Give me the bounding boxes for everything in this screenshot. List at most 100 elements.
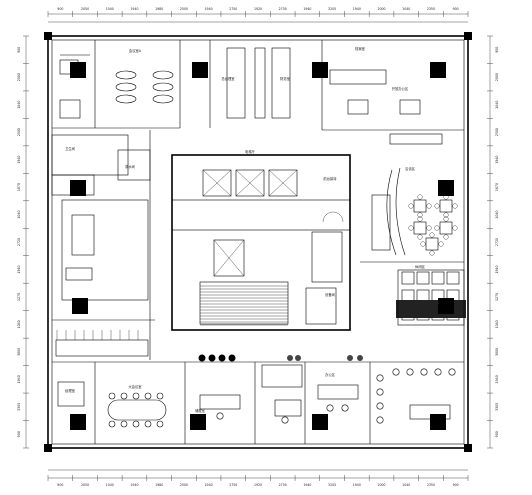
dim-right: 900 <box>495 431 499 437</box>
dim-right: 900 <box>495 47 499 53</box>
dim-right: 3305 <box>495 403 499 411</box>
dim-top: 2750 <box>229 7 237 11</box>
column <box>438 180 454 196</box>
exterior-wall-inner <box>51 39 465 445</box>
dim-top: 1040 <box>402 7 410 11</box>
dim-top: 2000 <box>377 7 385 11</box>
sofa <box>371 194 391 251</box>
dim-left: 1040 <box>17 101 21 109</box>
column <box>438 298 454 314</box>
dim-left: 2500 <box>17 128 21 136</box>
dim-left: 1940 <box>17 156 21 164</box>
freight-elevator <box>213 239 245 277</box>
dim-left: 900 <box>17 431 21 437</box>
dim-bottom: 1920 <box>254 483 262 487</box>
core-block <box>171 154 351 331</box>
dim-left: 1270 <box>17 293 21 301</box>
dim-top: 2750 <box>279 7 287 11</box>
meeting-seats <box>115 70 174 104</box>
dim-top: 1920 <box>254 7 262 11</box>
dim-bottom: 1940 <box>303 483 311 487</box>
dim-bottom: 2500 <box>180 483 188 487</box>
dim-top: 1980 <box>155 7 163 11</box>
desk <box>399 99 421 115</box>
door-swing <box>322 211 334 223</box>
column <box>72 298 88 314</box>
door-swing <box>332 211 344 223</box>
office-left <box>61 199 149 301</box>
dim-bottom: 1940 <box>130 483 138 487</box>
stair-treads <box>200 285 288 326</box>
counter <box>389 133 443 145</box>
dim-top: 2050 <box>81 7 89 11</box>
dim-right: 1940 <box>495 265 499 273</box>
service-room <box>305 287 337 325</box>
column <box>430 414 446 430</box>
column <box>430 62 446 78</box>
elevator-hall <box>171 199 351 231</box>
room-label: 电梯厅 <box>245 149 256 154</box>
elevator-1 <box>202 169 232 197</box>
room-label: 经理室 <box>65 388 76 393</box>
dim-left: 3000 <box>17 348 21 356</box>
desk <box>199 394 241 410</box>
dimension-lines: 900 2050 1040 1940 1980 2500 1940 2750 1920 2750 1… <box>17 7 499 487</box>
dim-bottom: 1040 <box>402 483 410 487</box>
shaft <box>311 231 343 283</box>
stairwell <box>199 281 289 325</box>
desk <box>59 99 81 119</box>
dim-right: 1040 <box>495 320 499 328</box>
exterior-wall <box>47 35 469 449</box>
dim-bottom: 1980 <box>155 483 163 487</box>
room-label: 茶水间 <box>125 164 135 169</box>
elevator-3 <box>268 169 298 197</box>
desk <box>274 399 302 417</box>
toilets <box>51 134 129 176</box>
dim-bottom: 2350 <box>427 483 435 487</box>
dim-bottom: 3205 <box>328 483 336 487</box>
dim-right: 1940 <box>495 156 499 164</box>
dim-right: 2720 <box>495 238 499 246</box>
dim-bottom: 900 <box>453 483 459 487</box>
dim-right: 1040 <box>495 101 499 109</box>
room-label: 卫生间 <box>65 146 75 151</box>
desk <box>347 99 369 115</box>
room-label: 档案室 <box>355 46 366 51</box>
conference-seats <box>108 392 164 428</box>
column <box>192 62 208 78</box>
dim-bottom: 1040 <box>106 483 114 487</box>
dim-top: 2500 <box>180 7 188 11</box>
dim-top: 1940 <box>205 7 213 11</box>
room-label: 洽谈区 <box>405 166 416 171</box>
desk-row <box>55 339 149 357</box>
room-label: 前台接待 <box>323 176 337 181</box>
dim-bottom: 1940 <box>353 483 361 487</box>
dim-left: 1040 <box>17 320 21 328</box>
dim-bottom: 2750 <box>279 483 287 487</box>
dim-left: 1040 <box>17 210 21 218</box>
reception <box>261 364 303 388</box>
dim-right: 1940 <box>495 375 499 383</box>
room-labels: 会议室A总经理室财务室档案室开放办公区洽谈区前台接待电梯厅卫生间茶水间大会议室经… <box>65 46 426 413</box>
column <box>70 180 86 196</box>
lounge-chairs <box>396 271 466 321</box>
column <box>70 62 86 78</box>
curved-wall <box>395 167 406 256</box>
dim-right: 2000 <box>495 73 499 81</box>
structural-columns <box>44 32 472 452</box>
room-label: 设备间 <box>325 292 335 297</box>
desk <box>57 381 85 407</box>
desk-row <box>329 69 387 85</box>
dim-top: 1040 <box>106 7 114 11</box>
dim-right: 1270 <box>495 293 499 301</box>
room-label: 储藏室 <box>195 408 206 413</box>
dim-left: 900 <box>17 47 21 53</box>
elevator-2 <box>235 169 265 197</box>
shelving <box>271 47 291 119</box>
dim-right: 1870 <box>495 183 499 191</box>
room-label: 财务室 <box>280 76 291 81</box>
shelving <box>226 47 246 119</box>
dim-top: 3205 <box>328 7 336 11</box>
column <box>312 62 328 78</box>
